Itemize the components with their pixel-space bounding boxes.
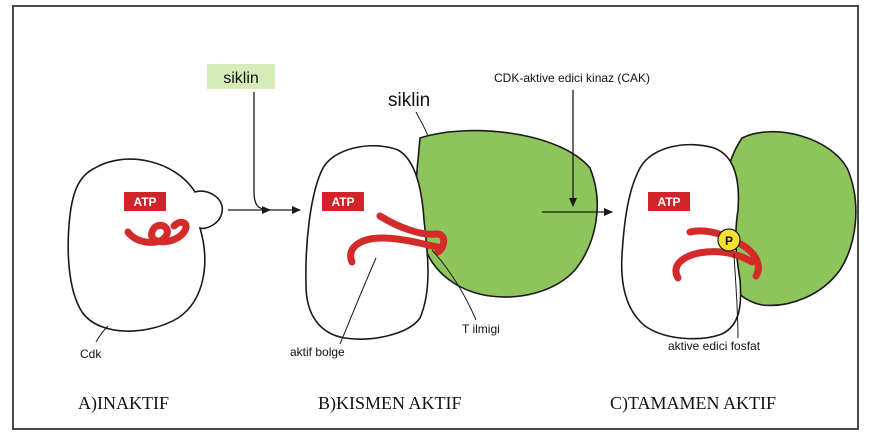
panel-c: ATP P aktive edici fosfat C)TAMAMEN AKTI… — [610, 132, 856, 414]
panel-a: ATP Cdk A)INAKTIF — [68, 159, 222, 414]
cyclin-body-b — [416, 131, 597, 297]
cdk-leader-a — [96, 326, 108, 342]
t-loop-label: T ilmigi — [462, 322, 500, 336]
cyclin-leader-b — [416, 112, 428, 136]
cak-label: CDK-aktive edici kinaz (CAK) — [494, 71, 650, 85]
cyclin-binding-arrow: siklin — [207, 64, 300, 210]
active-site-label: aktif bolge — [290, 345, 345, 359]
cyclin-bound-label: siklin — [388, 90, 430, 111]
cyclin-incoming-label: siklin — [223, 70, 259, 87]
stage-label-a: A)INAKTIF — [78, 393, 169, 414]
cdk-label: Cdk — [80, 347, 102, 361]
stage-label-b: B)KISMEN AKTIF — [318, 393, 462, 414]
atp-label-b: ATP — [331, 195, 354, 209]
atp-label-c: ATP — [657, 195, 680, 209]
panel-b: ATP siklin aktif bolge T ilmigi B)KISMEN… — [290, 90, 597, 414]
stage-label-c: C)TAMAMEN AKTIF — [610, 393, 776, 414]
atp-label-a: ATP — [133, 195, 156, 209]
arrow-down-elbow-icon — [254, 92, 270, 210]
phosphate-symbol: P — [725, 234, 733, 248]
activating-phosphate-label: aktive edici fosfat — [668, 339, 761, 353]
